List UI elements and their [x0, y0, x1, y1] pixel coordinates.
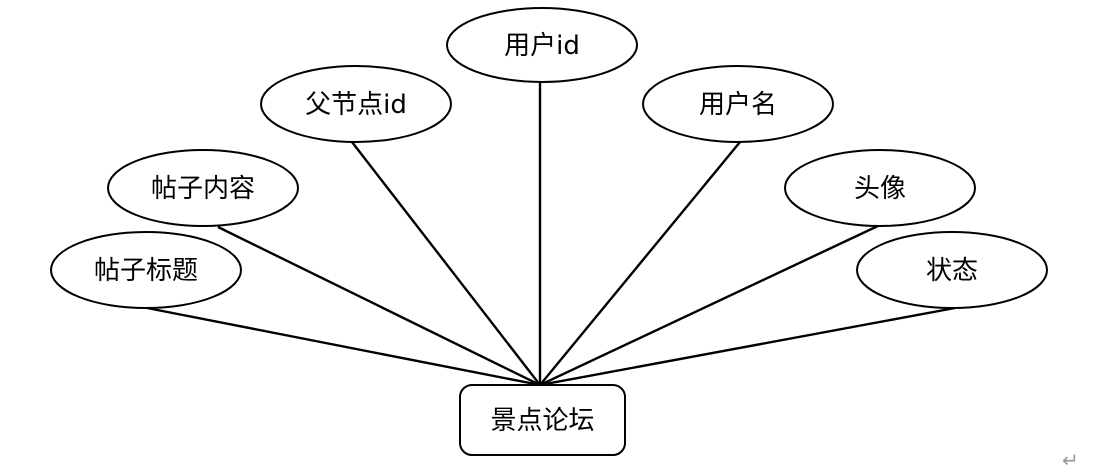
attribute-username: 用户名 — [642, 65, 834, 143]
connector-parent-node-id — [351, 141, 541, 386]
attribute-label: 用户id — [504, 31, 580, 61]
attribute-post-content: 帖子内容 — [107, 149, 299, 227]
attribute-parent-node-id: 父节点id — [260, 65, 452, 143]
attribute-avatar: 头像 — [784, 149, 976, 227]
connector-lines — [146, 82, 956, 387]
entity-scenic-forum: 景点论坛 — [459, 384, 626, 456]
attribute-label: 状态 — [926, 256, 978, 286]
attribute-ellipse — [50, 231, 242, 309]
attribute-label: 父节点id — [305, 90, 407, 120]
attribute-label: 帖子标题 — [94, 256, 198, 286]
attribute-user-id: 用户id — [446, 7, 638, 83]
attribute-label: 头像 — [854, 174, 906, 204]
attribute-ellipse — [642, 65, 834, 143]
attribute-ellipse — [107, 149, 299, 227]
attribute-status: 状态 — [856, 231, 1048, 309]
connector-status — [539, 306, 956, 387]
entity-box — [459, 384, 626, 456]
attribute-label: 帖子内容 — [151, 174, 255, 204]
connector-post-title — [146, 306, 541, 387]
connector-post-content — [217, 225, 541, 387]
attribute-post-title: 帖子标题 — [50, 231, 242, 309]
attribute-label: 用户名 — [699, 90, 777, 120]
connector-username — [539, 141, 741, 386]
attribute-ellipse — [446, 7, 638, 83]
paragraph-return-mark: ↵ — [1062, 448, 1079, 470]
connector-avatar — [539, 223, 881, 387]
attribute-ellipse — [856, 231, 1048, 309]
attribute-ellipse — [260, 65, 452, 143]
entity-label: 景点论坛 — [490, 406, 594, 436]
attribute-ellipse — [784, 149, 976, 227]
